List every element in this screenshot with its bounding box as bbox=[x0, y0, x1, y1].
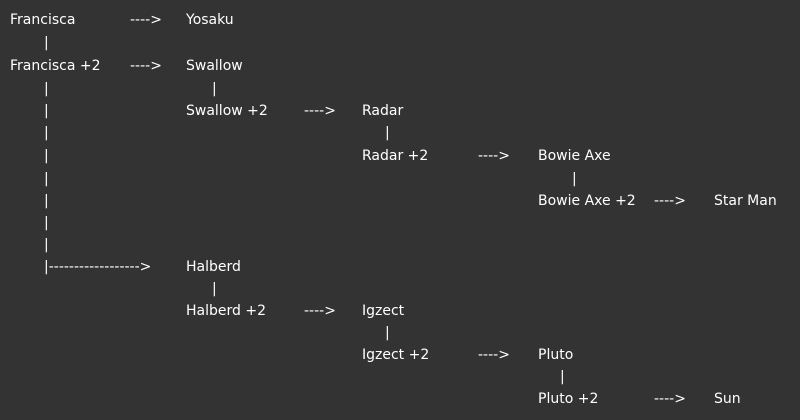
vertical-connector: | bbox=[572, 171, 577, 187]
node-igzect: Igzect bbox=[362, 303, 405, 319]
node-radar-plus2: Radar +2 bbox=[362, 148, 429, 164]
node-bowie-axe: Bowie Axe bbox=[538, 148, 611, 164]
node-star-man: Star Man bbox=[714, 193, 777, 209]
arrow-radar-bowie-axe: ----> bbox=[478, 148, 510, 164]
node-francisca: Francisca bbox=[10, 12, 76, 28]
node-swallow: Swallow bbox=[186, 58, 243, 74]
branch-arrow-francisca-halberd: |------------------> bbox=[44, 259, 152, 275]
node-pluto: Pluto bbox=[538, 347, 574, 363]
vertical-connector: | bbox=[212, 281, 217, 297]
vertical-connector: | bbox=[44, 215, 49, 231]
node-halberd-plus2: Halberd +2 bbox=[186, 303, 266, 319]
vertical-connector: | bbox=[44, 81, 49, 97]
vertical-connector: | bbox=[44, 103, 49, 119]
vertical-connector: | bbox=[44, 171, 49, 187]
node-francisca-plus2: Francisca +2 bbox=[10, 58, 101, 74]
arrow-pluto-sun: ----> bbox=[654, 391, 686, 407]
node-radar: Radar bbox=[362, 103, 404, 119]
node-sun: Sun bbox=[714, 391, 741, 407]
arrow-francisca-yosaku: ----> bbox=[130, 12, 162, 28]
node-igzect-plus2: Igzect +2 bbox=[362, 347, 430, 363]
node-halberd: Halberd bbox=[186, 259, 241, 275]
node-bowie-axe-plus2: Bowie Axe +2 bbox=[538, 193, 636, 209]
vertical-connector: | bbox=[212, 81, 217, 97]
node-swallow-plus2: Swallow +2 bbox=[186, 103, 268, 119]
node-yosaku: Yosaku bbox=[186, 12, 234, 28]
arrow-halberd-igzect: ----> bbox=[304, 303, 336, 319]
arrow-bowie-axe-star-man: ----> bbox=[654, 193, 686, 209]
arrow-francisca-swallow: ----> bbox=[130, 58, 162, 74]
vertical-connector: | bbox=[44, 125, 49, 141]
arrow-igzect-pluto: ----> bbox=[478, 347, 510, 363]
node-pluto-plus2: Pluto +2 bbox=[538, 391, 599, 407]
vertical-connector: | bbox=[385, 325, 390, 341]
vertical-connector: | bbox=[44, 35, 49, 51]
vertical-connector: | bbox=[44, 237, 49, 253]
arrow-swallow-radar: ----> bbox=[304, 103, 336, 119]
vertical-connector: | bbox=[560, 369, 565, 385]
vertical-connector: | bbox=[44, 193, 49, 209]
vertical-connector: | bbox=[44, 148, 49, 164]
vertical-connector: | bbox=[385, 125, 390, 141]
